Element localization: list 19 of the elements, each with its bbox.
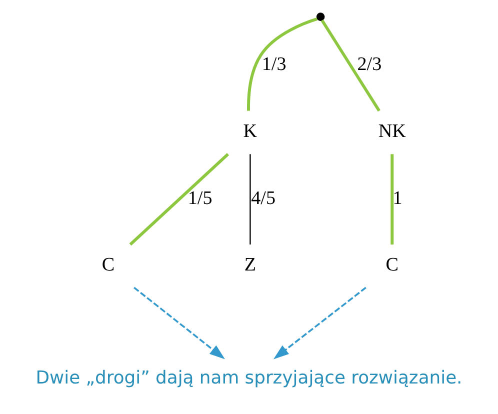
arrow <box>134 286 225 360</box>
node-text: Dwie „drogi” dają nam sprzyjające rozwiązanie. <box>36 368 462 389</box>
node-text: C <box>386 254 398 276</box>
node-text: C <box>102 254 115 276</box>
connector <box>129 153 230 246</box>
node-circle <box>316 12 325 21</box>
connector <box>320 20 380 112</box>
node-text: Z <box>244 254 256 276</box>
node-text: NK <box>378 120 406 142</box>
edge-label: 2/3 <box>357 54 382 76</box>
edge-label: 1/3 <box>262 54 286 76</box>
connector <box>247 18 318 111</box>
node-text: K <box>243 120 258 142</box>
arrow <box>273 286 366 360</box>
edge-label: 1/5 <box>188 188 212 209</box>
connector <box>390 154 394 244</box>
edge-label: 4/5 <box>251 188 276 209</box>
edge-label: 1 <box>392 188 402 209</box>
connector <box>250 154 251 244</box>
